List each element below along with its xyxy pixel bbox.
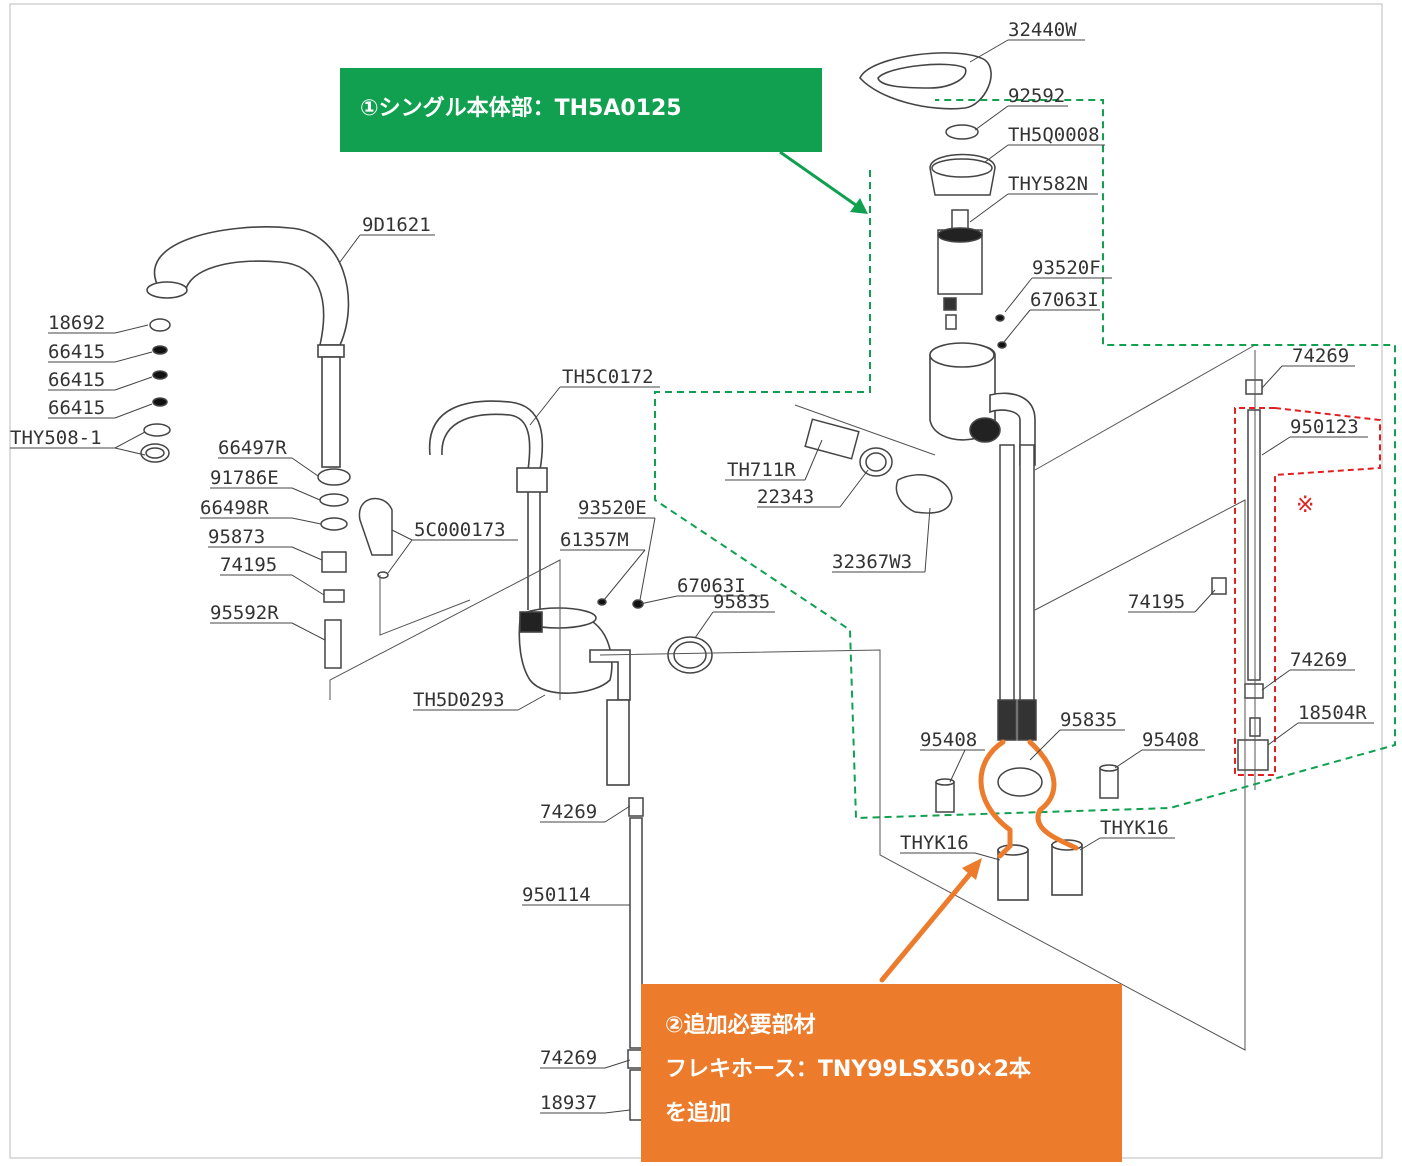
callout-additional-parts: ②追加必要部材 フレキホース：TNY99LSX50×2本 を追加 <box>641 984 1122 1162</box>
label-95835-center: 95835 <box>1060 709 1117 731</box>
label-95408-left: 95408 <box>920 729 977 751</box>
cartridge-stack <box>929 124 1007 349</box>
label-74269-top: 74269 <box>1292 345 1349 367</box>
label-thy508-1: THY508-1 <box>10 427 102 449</box>
label-74269-bottom: 74269 <box>540 1047 597 1069</box>
label-22343: 22343 <box>757 486 814 508</box>
label-18692: 18692 <box>48 312 105 334</box>
label-th5q0008: TH5Q0008 <box>1008 124 1100 146</box>
part-74195-right <box>1211 577 1227 595</box>
spout-th5c0172 <box>428 400 548 610</box>
label-66498r: 66498R <box>200 497 269 519</box>
label-95592r: 95592R <box>210 602 279 624</box>
label-th5d0293: TH5D0293 <box>413 689 505 711</box>
green-arrow <box>779 150 868 214</box>
label-18504r: 18504R <box>1298 702 1367 724</box>
label-74195-left: 74195 <box>220 554 277 576</box>
body-th5d0293 <box>518 607 631 786</box>
label-950114: 950114 <box>522 884 591 906</box>
label-95873: 95873 <box>208 526 265 548</box>
side-parts-th711r <box>804 418 953 514</box>
label-74195-right: 74195 <box>1128 591 1185 613</box>
label-32367w3: 32367W3 <box>832 551 912 573</box>
label-74269-right: 74269 <box>1290 649 1347 671</box>
flex-hose-added <box>879 739 1079 983</box>
label-95835-mid: 95835 <box>713 591 770 613</box>
label-32440w: 32440W <box>1008 19 1077 41</box>
label-66497r: 66497R <box>218 437 287 459</box>
label-th711r: TH711R <box>727 459 796 481</box>
label-9d1621: 9D1621 <box>362 214 431 236</box>
orange-arrowhead <box>962 858 982 880</box>
label-74269-mid: 74269 <box>540 801 597 823</box>
nuts-thyk16 <box>997 839 1083 901</box>
left-parts-stack <box>140 318 171 463</box>
label-18937: 18937 <box>540 1092 597 1114</box>
callout-body-unit: ①シングル本体部：TH5A0125 <box>340 68 822 152</box>
label-66415-a: 66415 <box>48 341 105 363</box>
note-mark: ※ <box>1296 493 1314 518</box>
small-fittings-mid <box>597 598 713 674</box>
label-66415-b: 66415 <box>48 369 105 391</box>
label-95408-right: 95408 <box>1142 729 1199 751</box>
callout-additional-line1: ②追加必要部材 <box>665 1013 816 1038</box>
label-950123: 950123 <box>1290 416 1359 438</box>
callout-additional-line2: フレキホース：TNY99LSX50×2本 <box>665 1057 1032 1082</box>
part-number-texts: 32440W 92592 TH5Q0008 THY582N 93520F 670… <box>10 19 1367 1114</box>
spout-9d1621 <box>146 226 350 468</box>
label-thy582n: THY582N <box>1008 173 1088 195</box>
red-dashed-region <box>1234 407 1381 776</box>
label-th5c0172: TH5C0172 <box>562 366 654 388</box>
label-67063i-right: 67063I <box>1030 289 1099 311</box>
label-91786e: 91786E <box>210 467 279 489</box>
label-thyk16-right: THYK16 <box>1100 817 1169 839</box>
callout-additional-line3: を追加 <box>665 1101 732 1126</box>
label-67063i-mid: 67063I <box>677 575 746 597</box>
construction-lines <box>329 344 1256 1051</box>
mid-left-stack <box>317 468 351 669</box>
label-61357m: 61357M <box>560 529 629 551</box>
fittings-95408 <box>935 764 1119 813</box>
part-5c000173-shape <box>358 497 393 579</box>
part-labels <box>10 39 1374 1114</box>
label-5c000173: 5C000173 <box>414 519 506 541</box>
label-93520f: 93520F <box>1032 257 1101 279</box>
rod-950123 <box>1237 379 1269 771</box>
handle-32440w <box>859 52 992 110</box>
label-92592: 92592 <box>1008 85 1065 107</box>
center-hoses <box>997 444 1037 741</box>
hose-950114 <box>627 797 645 1121</box>
green-dashed-region <box>654 99 1396 820</box>
label-93520e: 93520E <box>578 497 647 519</box>
label-thyk16-left: THYK16 <box>900 832 969 854</box>
callout-body-unit-text: ①シングル本体部：TH5A0125 <box>360 96 682 121</box>
label-66415-c: 66415 <box>48 397 105 419</box>
